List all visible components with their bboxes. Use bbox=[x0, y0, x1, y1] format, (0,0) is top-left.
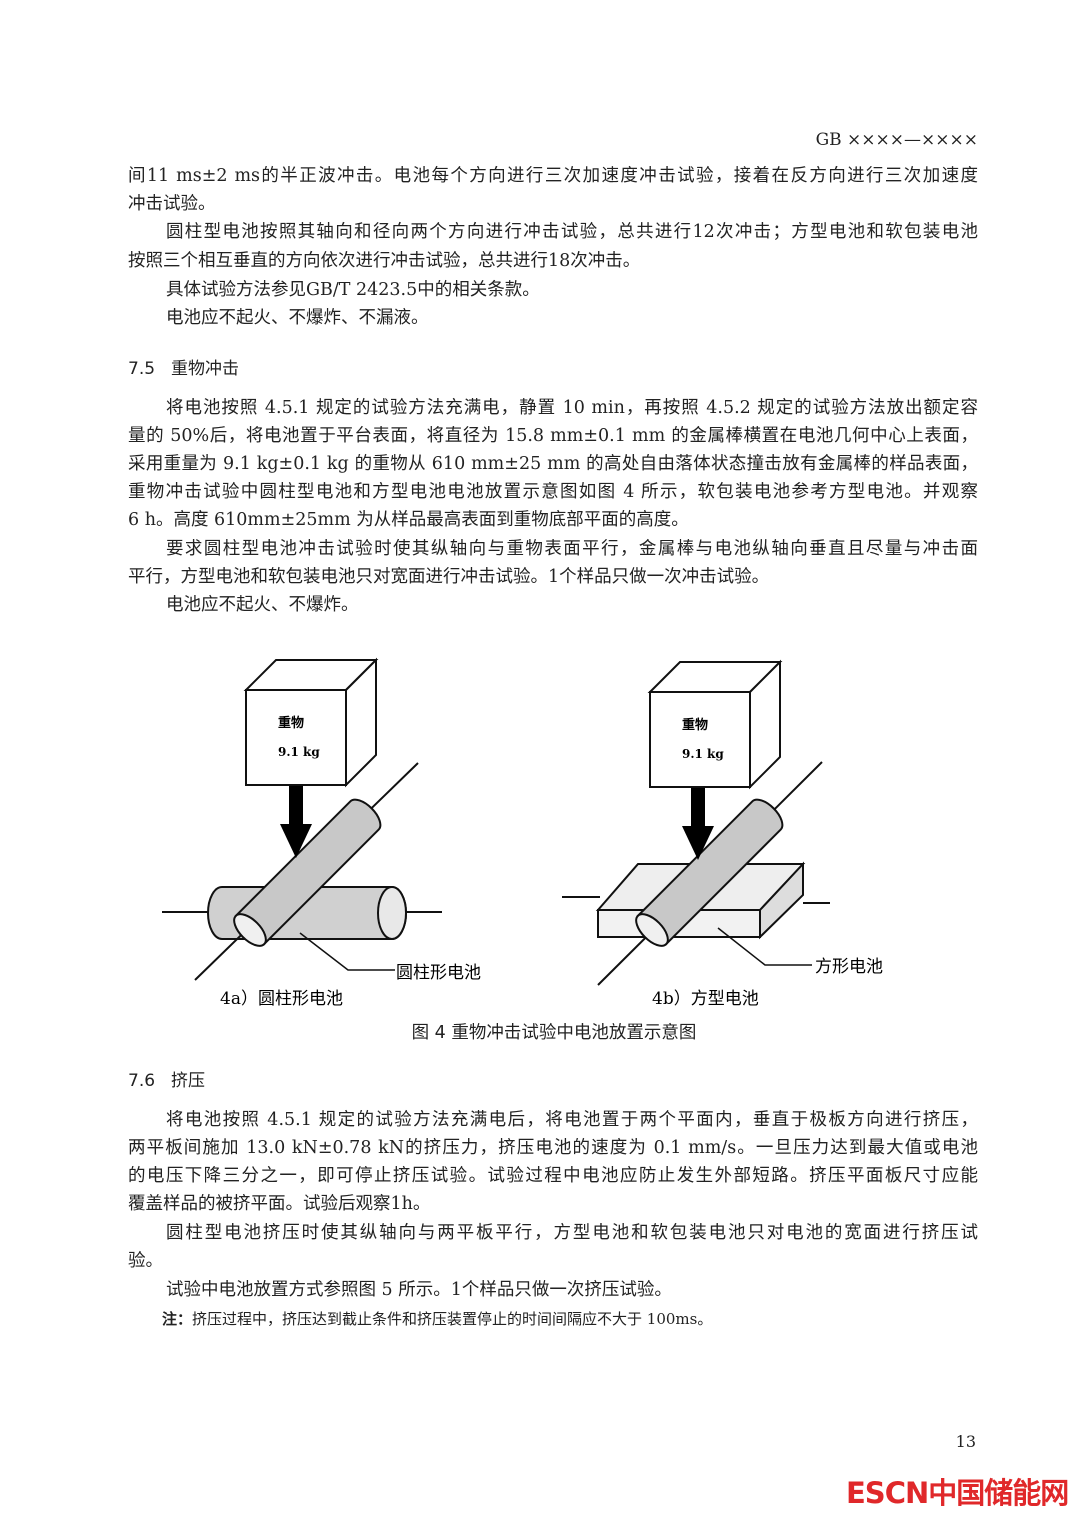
paragraph-line: 采用重量为 9.1 kg±0.1 kg 的重物从 610 mm±25 mm 的高… bbox=[128, 454, 978, 474]
paragraph-line: 圆柱型电池按照其轴向和径向两个方向进行冲击试验，总共进行12次冲击；方型电池和软… bbox=[166, 222, 978, 242]
section-title: 重物冲击 bbox=[171, 359, 240, 379]
section-heading-7-5: 7.5 重物冲击 bbox=[128, 354, 255, 379]
paragraph-line: 电池应不起火、不爆炸。 bbox=[166, 595, 359, 615]
paragraph-line: 的电压下降三分之一，即可停止挤压试验。试验过程中电池应防止发生外部短路。挤压平面… bbox=[128, 1166, 978, 1186]
arrow-down-icon bbox=[682, 788, 714, 860]
arrow-down-icon bbox=[280, 786, 312, 858]
watermark-logo: ESCN中国储能网 bbox=[846, 1476, 1069, 1510]
paragraph-line: 覆盖样品的被挤平面。试验后观察1h。 bbox=[128, 1194, 431, 1214]
page-number: 13 bbox=[955, 1432, 976, 1451]
right-sublabel: 4b）方型电池 bbox=[652, 989, 759, 1009]
paragraph-line: 平行，方型电池和软包装电池只对宽面进行冲击试验。1个样品只做一次冲击试验。 bbox=[128, 567, 770, 587]
weight-value: 9.1 kg bbox=[278, 745, 320, 759]
weight-box bbox=[647, 659, 783, 790]
weight-label: 重物 bbox=[278, 715, 304, 731]
paragraph-line: 按照三个相互垂直的方向依次进行冲击试验，总共进行18次冲击。 bbox=[128, 251, 641, 271]
paragraph-line: 两平板间施加 13.0 kN±0.78 kN的挤压力，挤压电池的速度为 0.1 … bbox=[128, 1138, 978, 1158]
paragraph-line: 重物冲击试验中圆柱型电池和方型电池电池放置示意图如图 4 所示，软包装电池参考方… bbox=[128, 482, 978, 502]
paragraph-line: 冲击试验。 bbox=[128, 194, 216, 214]
right-callout: 方形电池 bbox=[815, 957, 883, 977]
metal-rod bbox=[635, 798, 784, 947]
paragraph-line: 将电池按照 4.5.1 规定的试验方法充满电，静置 10 min，再按照 4.5… bbox=[166, 398, 978, 418]
paragraph-line: 间11 ms±2 ms的半正波冲击。电池每个方向进行三次加速度冲击试验，接着在反… bbox=[128, 166, 978, 186]
note-label: 注： bbox=[162, 1310, 193, 1328]
note: 注：挤压过程中，挤压达到截止条件和挤压装置停止的时间间隔应不大于 100ms。 bbox=[162, 1308, 712, 1329]
left-sublabel: 4a）圆柱形电池 bbox=[220, 989, 343, 1009]
paragraph-line: 要求圆柱型电池冲击试验时使其纵轴向与重物表面平行，金属棒与电池纵轴向垂直且尽量与… bbox=[166, 539, 978, 559]
section-title: 挤压 bbox=[171, 1071, 206, 1091]
paragraph-line: 试验中电池放置方式参照图 5 所示。1个样品只做一次挤压试验。 bbox=[166, 1280, 672, 1300]
weight-value: 9.1 kg bbox=[682, 747, 724, 761]
paragraph-line: 将电池按照 4.5.1 规定的试验方法充满电后，将电池置于两个平面内，垂直于极板… bbox=[166, 1110, 978, 1130]
document-header: GB ××××—×××× bbox=[815, 130, 978, 150]
paragraph-line: 验。 bbox=[128, 1251, 163, 1271]
left-callout: 圆柱形电池 bbox=[396, 963, 481, 983]
left-diagram-cylindrical bbox=[162, 657, 442, 981]
note-text: 挤压过程中，挤压达到截止条件和挤压装置停止的时间间隔应不大于 100ms。 bbox=[192, 1310, 713, 1328]
paragraph-line: 具体试验方法参见GB/T 2423.5中的相关条款。 bbox=[166, 280, 540, 300]
metal-rod bbox=[233, 798, 382, 947]
paragraph-line: 圆柱型电池挤压时使其纵轴向与两平板平行，方型电池和软包装电池只对电池的宽面进行挤… bbox=[166, 1223, 978, 1243]
section-number: 7.5 bbox=[128, 359, 156, 379]
weight-box bbox=[243, 657, 379, 788]
paragraph-line: 量的 50%后，将电池置于平台表面，将直径为 15.8 mm±0.1 mm 的金… bbox=[128, 426, 978, 446]
section-number: 7.6 bbox=[128, 1071, 156, 1091]
figure-caption: 图 4 重物冲击试验中电池放置示意图 bbox=[411, 1023, 697, 1043]
right-diagram-prismatic bbox=[562, 659, 830, 986]
paragraph-line: 电池应不起火、不爆炸、不漏液。 bbox=[166, 308, 429, 328]
section-heading-7-6: 7.6 挤压 bbox=[128, 1066, 221, 1091]
paragraph-line: 6 h。高度 610mm±25mm 为从样品最高表面到重物底部平面的高度。 bbox=[128, 510, 689, 530]
weight-label: 重物 bbox=[682, 717, 708, 733]
